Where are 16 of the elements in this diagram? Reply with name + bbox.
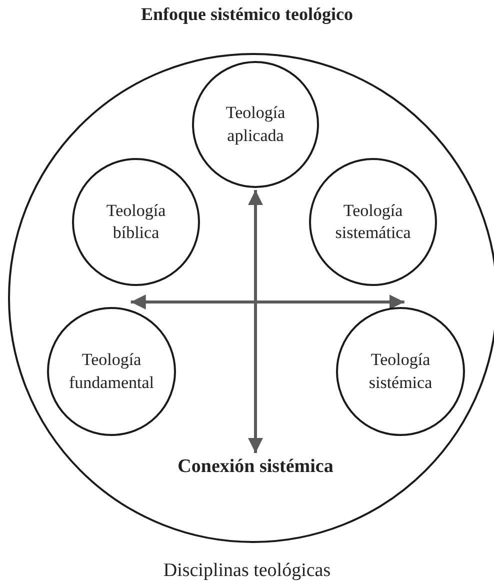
circle-label: Teología bíblica — [105, 200, 167, 244]
circle-node — [309, 158, 437, 286]
outer-circle — [8, 53, 494, 543]
double-headed-arrow — [130, 294, 404, 310]
circle-node — [72, 158, 200, 286]
circle-label: Teología sistémica — [368, 349, 434, 394]
circle-label: Teología sistemática — [334, 200, 412, 244]
diagram-caption: Disciplinas teológicas — [163, 560, 331, 582]
diagram-title: Enfoque sistémico teológico — [141, 4, 353, 25]
circle-node — [192, 61, 319, 188]
circle-label: Teología aplicada — [224, 102, 286, 147]
circle-node — [47, 307, 176, 436]
circle-label: Teología fundamental — [68, 349, 155, 394]
double-headed-arrow — [248, 190, 263, 453]
bold-label: Conexión sistémica — [172, 453, 340, 481]
circle-node — [336, 307, 465, 436]
